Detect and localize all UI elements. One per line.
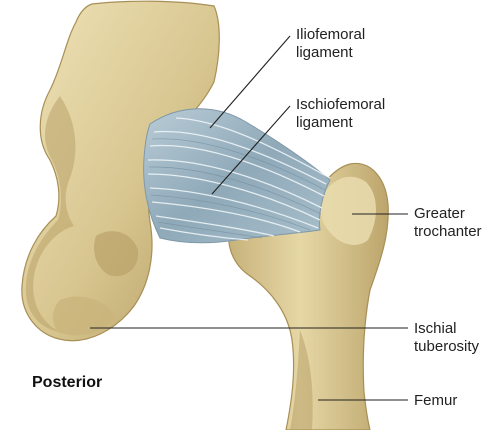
label-greater-trochanter: Greater trochanter	[414, 205, 482, 241]
view-label-posterior: Posterior	[32, 374, 102, 392]
leader-line-iliofemoral	[210, 36, 290, 128]
label-ischial-tuberosity: Ischial tuberosity	[414, 320, 479, 356]
label-ischiofemoral-ligament: Ischiofemoral ligament	[296, 96, 385, 132]
label-iliofemoral-ligament: Iliofemoral ligament	[296, 26, 365, 62]
label-femur: Femur	[414, 392, 457, 410]
